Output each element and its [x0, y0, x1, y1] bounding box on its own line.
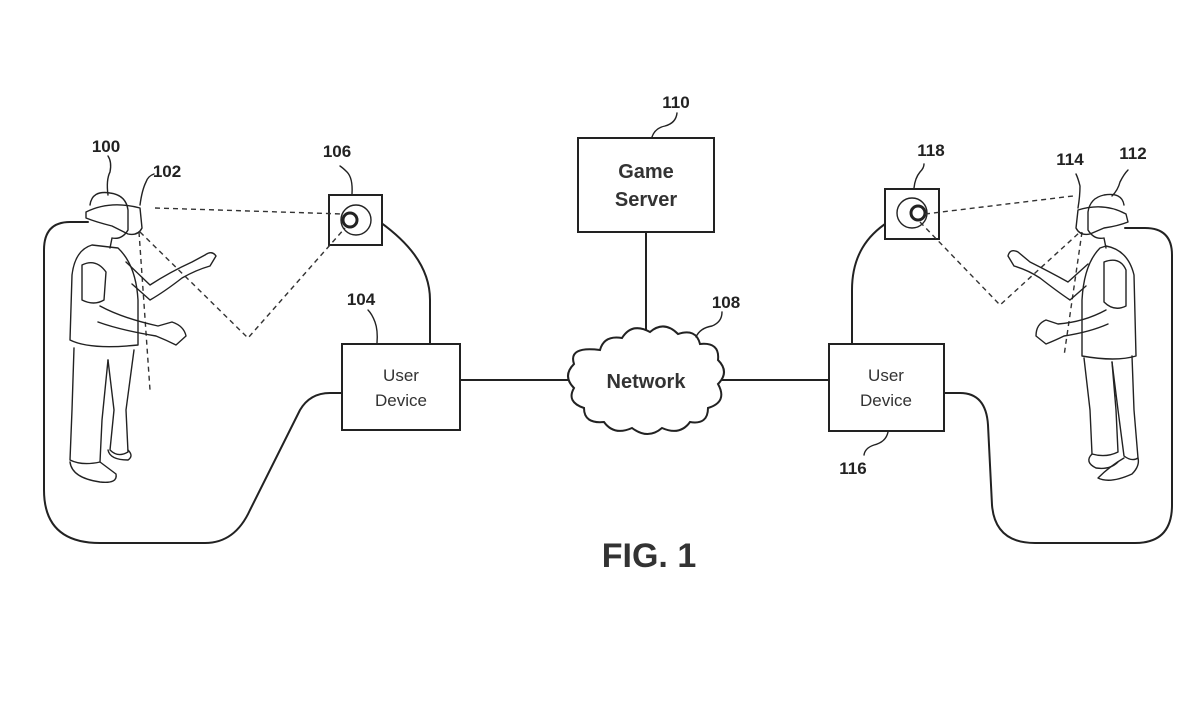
camera-right-node: 118 — [884, 141, 945, 240]
user-device-right-box — [828, 343, 945, 432]
user-device-left-line2: Device — [375, 391, 427, 410]
game-server-node: Game Server 110 — [577, 93, 715, 233]
user-device-left-ref: 104 — [347, 290, 376, 309]
camera-right-lens-icon — [909, 204, 927, 222]
left-hmd-cable — [43, 221, 344, 544]
user-device-left-leader — [367, 309, 378, 344]
camera-left-node: 106 — [323, 142, 383, 246]
game-server-box — [577, 137, 715, 233]
right-user-figure: 112 114 — [1007, 144, 1147, 481]
user-device-left-line1: User — [383, 366, 419, 385]
left-camera-view-ray — [139, 227, 346, 340]
camera-left-ref: 106 — [323, 142, 351, 161]
user-device-right-line1: User — [868, 366, 904, 385]
user-device-left-node: User Device 104 — [341, 290, 461, 431]
game-server-label-line1: Game — [618, 161, 674, 183]
right-user-ref: 112 — [1119, 144, 1146, 163]
network-leader — [695, 311, 723, 338]
right-hmd-leader — [1075, 173, 1081, 209]
left-hmd-icon — [85, 204, 143, 236]
camera-right-leader — [913, 163, 925, 189]
right-camera-view-ray — [919, 221, 1081, 306]
game-server-leader — [651, 112, 678, 138]
game-server-label-line2: Server — [615, 189, 677, 211]
left-camera-tracking-ray — [154, 207, 344, 215]
left-user-figure: 100 102 — [69, 137, 217, 484]
right-camera-tracking-ray — [924, 195, 1074, 215]
left-user-leader — [106, 155, 112, 196]
right-camera-device-link — [851, 221, 889, 346]
left-hmd-leader — [139, 173, 155, 206]
user-device-right-node: User Device 116 — [828, 343, 945, 478]
right-hmd-cable — [944, 227, 1173, 544]
network-node: Network 108 — [567, 293, 740, 435]
user-device-right-line2: Device — [860, 391, 912, 410]
left-camera-device-link — [379, 221, 431, 346]
camera-right-lens-outer-icon — [896, 197, 928, 229]
camera-left-leader — [339, 165, 353, 195]
right-hmd-ref: 114 — [1056, 150, 1084, 169]
person-icon — [69, 191, 217, 484]
left-user-ref: 100 — [92, 137, 120, 156]
left-hmd-ref: 102 — [153, 162, 181, 181]
figure-caption: FIG. 1 — [602, 537, 696, 575]
camera-right-ref: 118 — [917, 141, 944, 160]
right-hmd-vertical-ray — [1063, 231, 1083, 357]
game-server-ref: 110 — [662, 93, 689, 112]
network-cloud-icon — [567, 325, 725, 435]
left-hmd-vertical-ray — [138, 231, 151, 391]
right-user-leader — [1111, 169, 1129, 197]
camera-left-lens-icon — [341, 211, 359, 229]
user-device-right-ref: 116 — [839, 459, 866, 478]
person-icon — [1007, 193, 1140, 481]
right-hmd-icon — [1075, 206, 1129, 236]
user-device-left-box — [341, 343, 461, 431]
camera-left-lens-outer-icon — [340, 204, 372, 236]
network-ref: 108 — [712, 293, 740, 312]
user-device-right-leader — [863, 431, 889, 456]
network-label: Network — [607, 371, 687, 393]
